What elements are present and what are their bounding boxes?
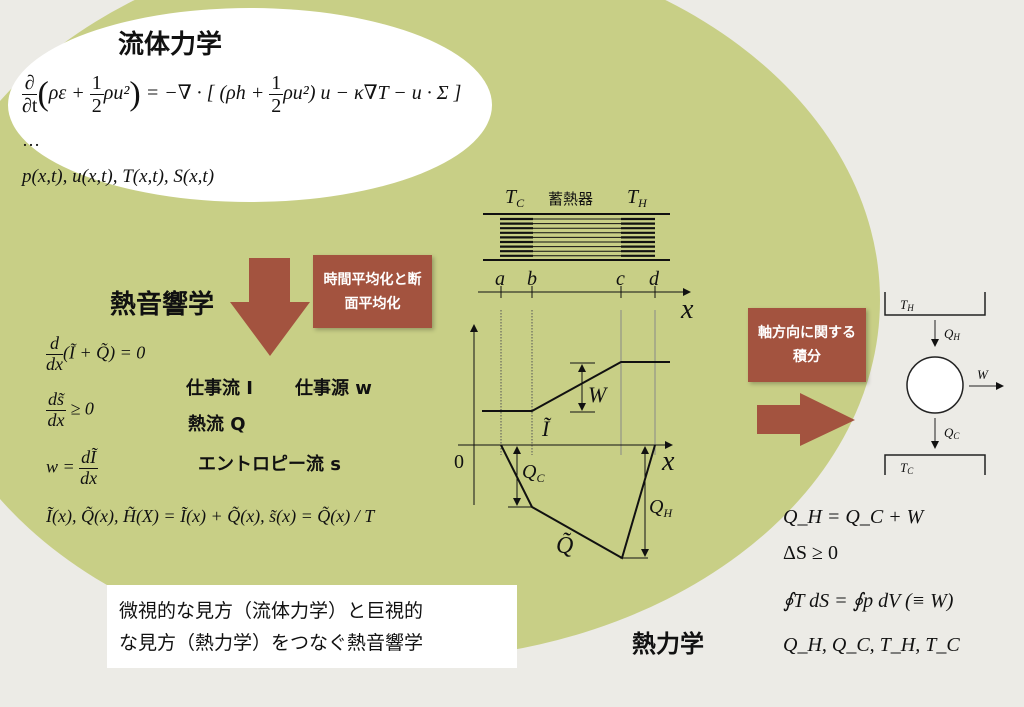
cycle-integral: ∮T dS = ∮p dV (≡ W) [783, 590, 954, 612]
q-label: Q̃ [556, 532, 573, 559]
right-arrow [757, 393, 855, 446]
w-label: W [588, 382, 608, 407]
eq1-num: d [46, 333, 63, 355]
thermoacoustics-title: 熱音響学 [110, 290, 215, 320]
engine-th-label: TH [900, 297, 914, 313]
averaging-box: 時間平均化と断面平均化 [313, 255, 432, 328]
eq3-den: dx [80, 467, 98, 488]
summary-line-2: な見方（熱力学）をつなぐ熱音響学 [119, 632, 424, 654]
term-entropy-flow: エントロピー流 s [198, 454, 341, 475]
hot-reservoir [884, 292, 986, 316]
point-a: a [495, 268, 505, 290]
eq2-den: dx [47, 409, 65, 430]
fluid-dynamics-region [8, 8, 492, 202]
engine-w-label: W [977, 367, 989, 382]
eq1-den: dx [46, 353, 63, 374]
energy-balance: Q_H = Q_C + W [783, 506, 924, 528]
entropy-inequality: ds̃dx ≥ 0 [46, 389, 94, 431]
th-label: TH [627, 186, 648, 210]
fluid-variables: p(x,t), u(x,t), T(x,t), S(x,t) [22, 166, 215, 187]
partial-num: ∂ [22, 72, 38, 95]
ellipsis: … [22, 130, 40, 150]
qh-label: QH [649, 496, 673, 520]
eq3-lhs: w = [46, 456, 75, 477]
term-heat-flow: 熱流 Q [188, 414, 246, 435]
cold-reservoir [884, 454, 986, 475]
eq1-rest: (Ĩ + Q̃) = 0 [63, 342, 146, 363]
engine-circle [906, 356, 964, 414]
origin-label: 0 [454, 451, 464, 473]
half-num: 1 [89, 72, 104, 95]
half-den: 2 [91, 95, 102, 117]
fluid-dynamics-title: 流体力学 [118, 30, 223, 60]
flow-definitions: Ĩ(x), Q̃(x), H̃(X) = Ĩ(x) + Q̃(x), s̃(x)… [46, 506, 375, 526]
eq-u2-2: ρu² [283, 82, 309, 105]
heat-engine-diagram [884, 292, 1004, 475]
point-d: d [649, 268, 660, 290]
point-b: b [527, 268, 537, 290]
tc-label: TC [505, 186, 525, 210]
regenerator-label: 蓄熱器 [548, 190, 593, 208]
integration-box: 軸方向に関する積分 [748, 308, 866, 382]
x-axis-label-top: x [680, 294, 694, 325]
engine-qh-label: QH [944, 326, 960, 342]
i-label: Ĩ [541, 416, 552, 441]
summary-line-1: 微視的な見方（流体力学）と巨視的 [119, 600, 424, 622]
partial-den: ∂t [22, 95, 38, 117]
thermo-variables: Q_H, Q_C, T_H, T_C [783, 634, 960, 656]
eq2-rest: ≥ 0 [70, 398, 94, 419]
down-arrow [230, 258, 310, 356]
eq3-num: dĨ [79, 447, 99, 469]
eq2-num: ds̃ [46, 389, 67, 411]
work-flow-curve [482, 361, 670, 412]
summary-box: 微視的な見方（流体力学）と巨視的 な見方（熱力学）をつなぐ熱音響学 [107, 585, 517, 668]
term-work-flow: 仕事流 I [186, 378, 253, 399]
thermodynamics-title: 熱力学 [632, 630, 704, 658]
point-c: c [616, 268, 625, 290]
regenerator-plates [483, 213, 670, 261]
term-work-source: 仕事源 w [295, 378, 372, 399]
engine-qc-label: QC [944, 425, 960, 441]
eq-rhs-end: ) u − κ∇T − u · Σ ] [308, 82, 462, 105]
x-axis-label-bottom: x [661, 446, 675, 477]
engine-tc-label: TC [900, 460, 914, 476]
qc-label: QC [522, 461, 545, 485]
eq-u2: ρu² [103, 82, 130, 105]
half-den-2: 2 [271, 95, 282, 117]
eq-lhs-body: ρε + [48, 82, 90, 105]
entropy-condition: ΔS ≥ 0 [783, 542, 838, 564]
eq-rhs-start: = −∇ · [ (ρh + [145, 82, 270, 105]
half-num-2: 1 [269, 72, 284, 95]
